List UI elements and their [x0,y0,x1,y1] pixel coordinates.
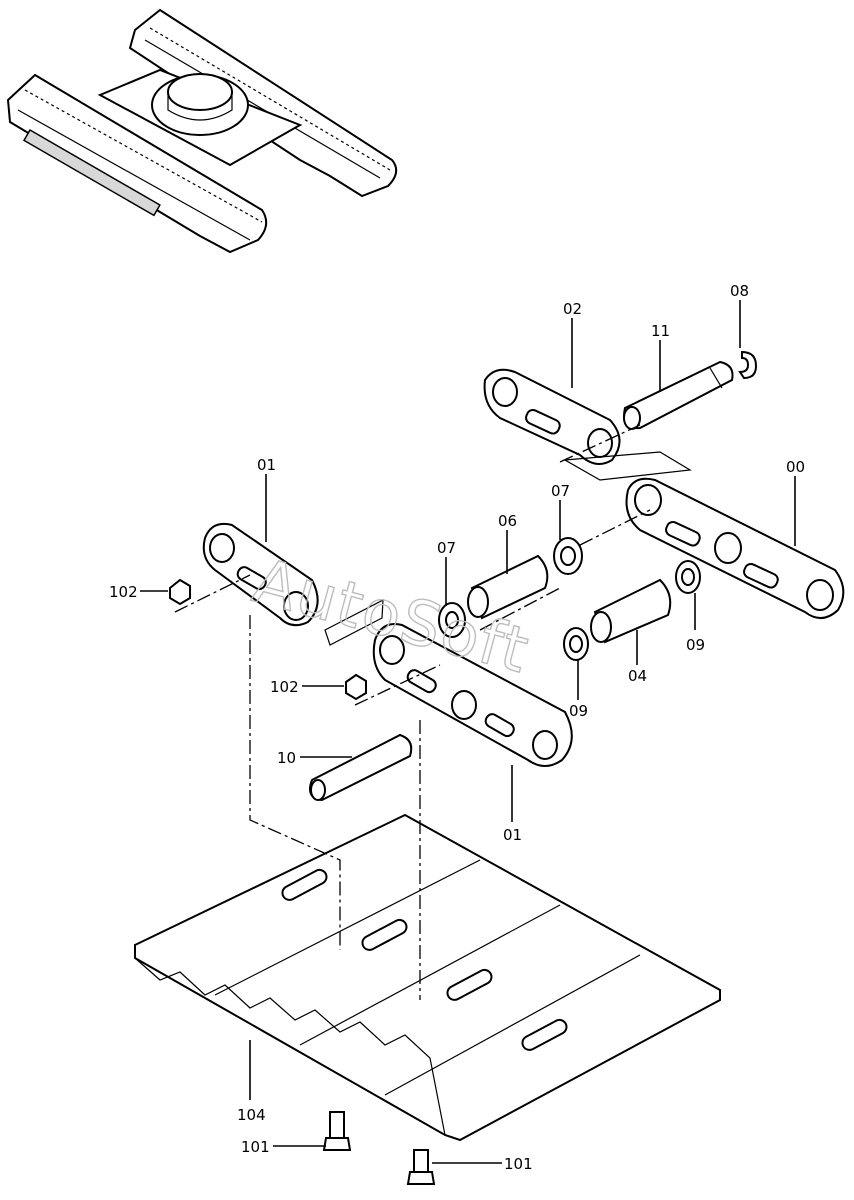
label-07-left: 07 [437,539,456,557]
label-104: 104 [237,1106,266,1124]
washer-09-mid [563,627,589,661]
label-01-bottom: 01 [503,826,522,844]
link-01-top [202,522,319,627]
track-shoes-104 [134,813,721,1142]
master-link-00 [625,477,845,619]
snap-ring-08 [738,350,758,380]
label-101-right: 101 [504,1155,533,1173]
pin-10 [309,733,413,802]
label-10: 10 [277,749,296,767]
label-102-mid: 102 [270,678,299,696]
label-07-right: 07 [551,482,570,500]
label-00: 00 [786,458,805,476]
link-01-bottom [372,623,573,767]
seal-07-left [438,602,466,638]
label-04: 04 [628,667,647,685]
label-101-left: 101 [241,1138,270,1156]
assembly-lines [174,424,651,1000]
bushing-06 [467,554,549,620]
label-09-mid: 09 [569,702,588,720]
label-02: 02 [563,300,582,318]
undercarriage-overview [6,8,398,254]
label-11: 11 [651,322,670,340]
label-08: 08 [730,282,749,300]
nut-102-mid [345,673,367,701]
callout-labels: 02 08 11 01 00 07 06 07 102 09 04 102 09… [109,282,805,1173]
washer-09-right [675,560,701,594]
bushing-04 [590,578,672,644]
nut-102-top [169,578,191,606]
label-06: 06 [498,512,517,530]
seal-07-right [553,537,583,575]
label-102-top: 102 [109,583,138,601]
leader-lines [140,300,796,1164]
bolt-101-left [322,1111,352,1151]
pin-11 [623,360,734,430]
reference-planes [324,451,692,646]
bolt-101-right [406,1149,436,1185]
link-02 [483,368,621,465]
label-09-right: 09 [686,636,705,654]
label-01-top: 01 [257,456,276,474]
